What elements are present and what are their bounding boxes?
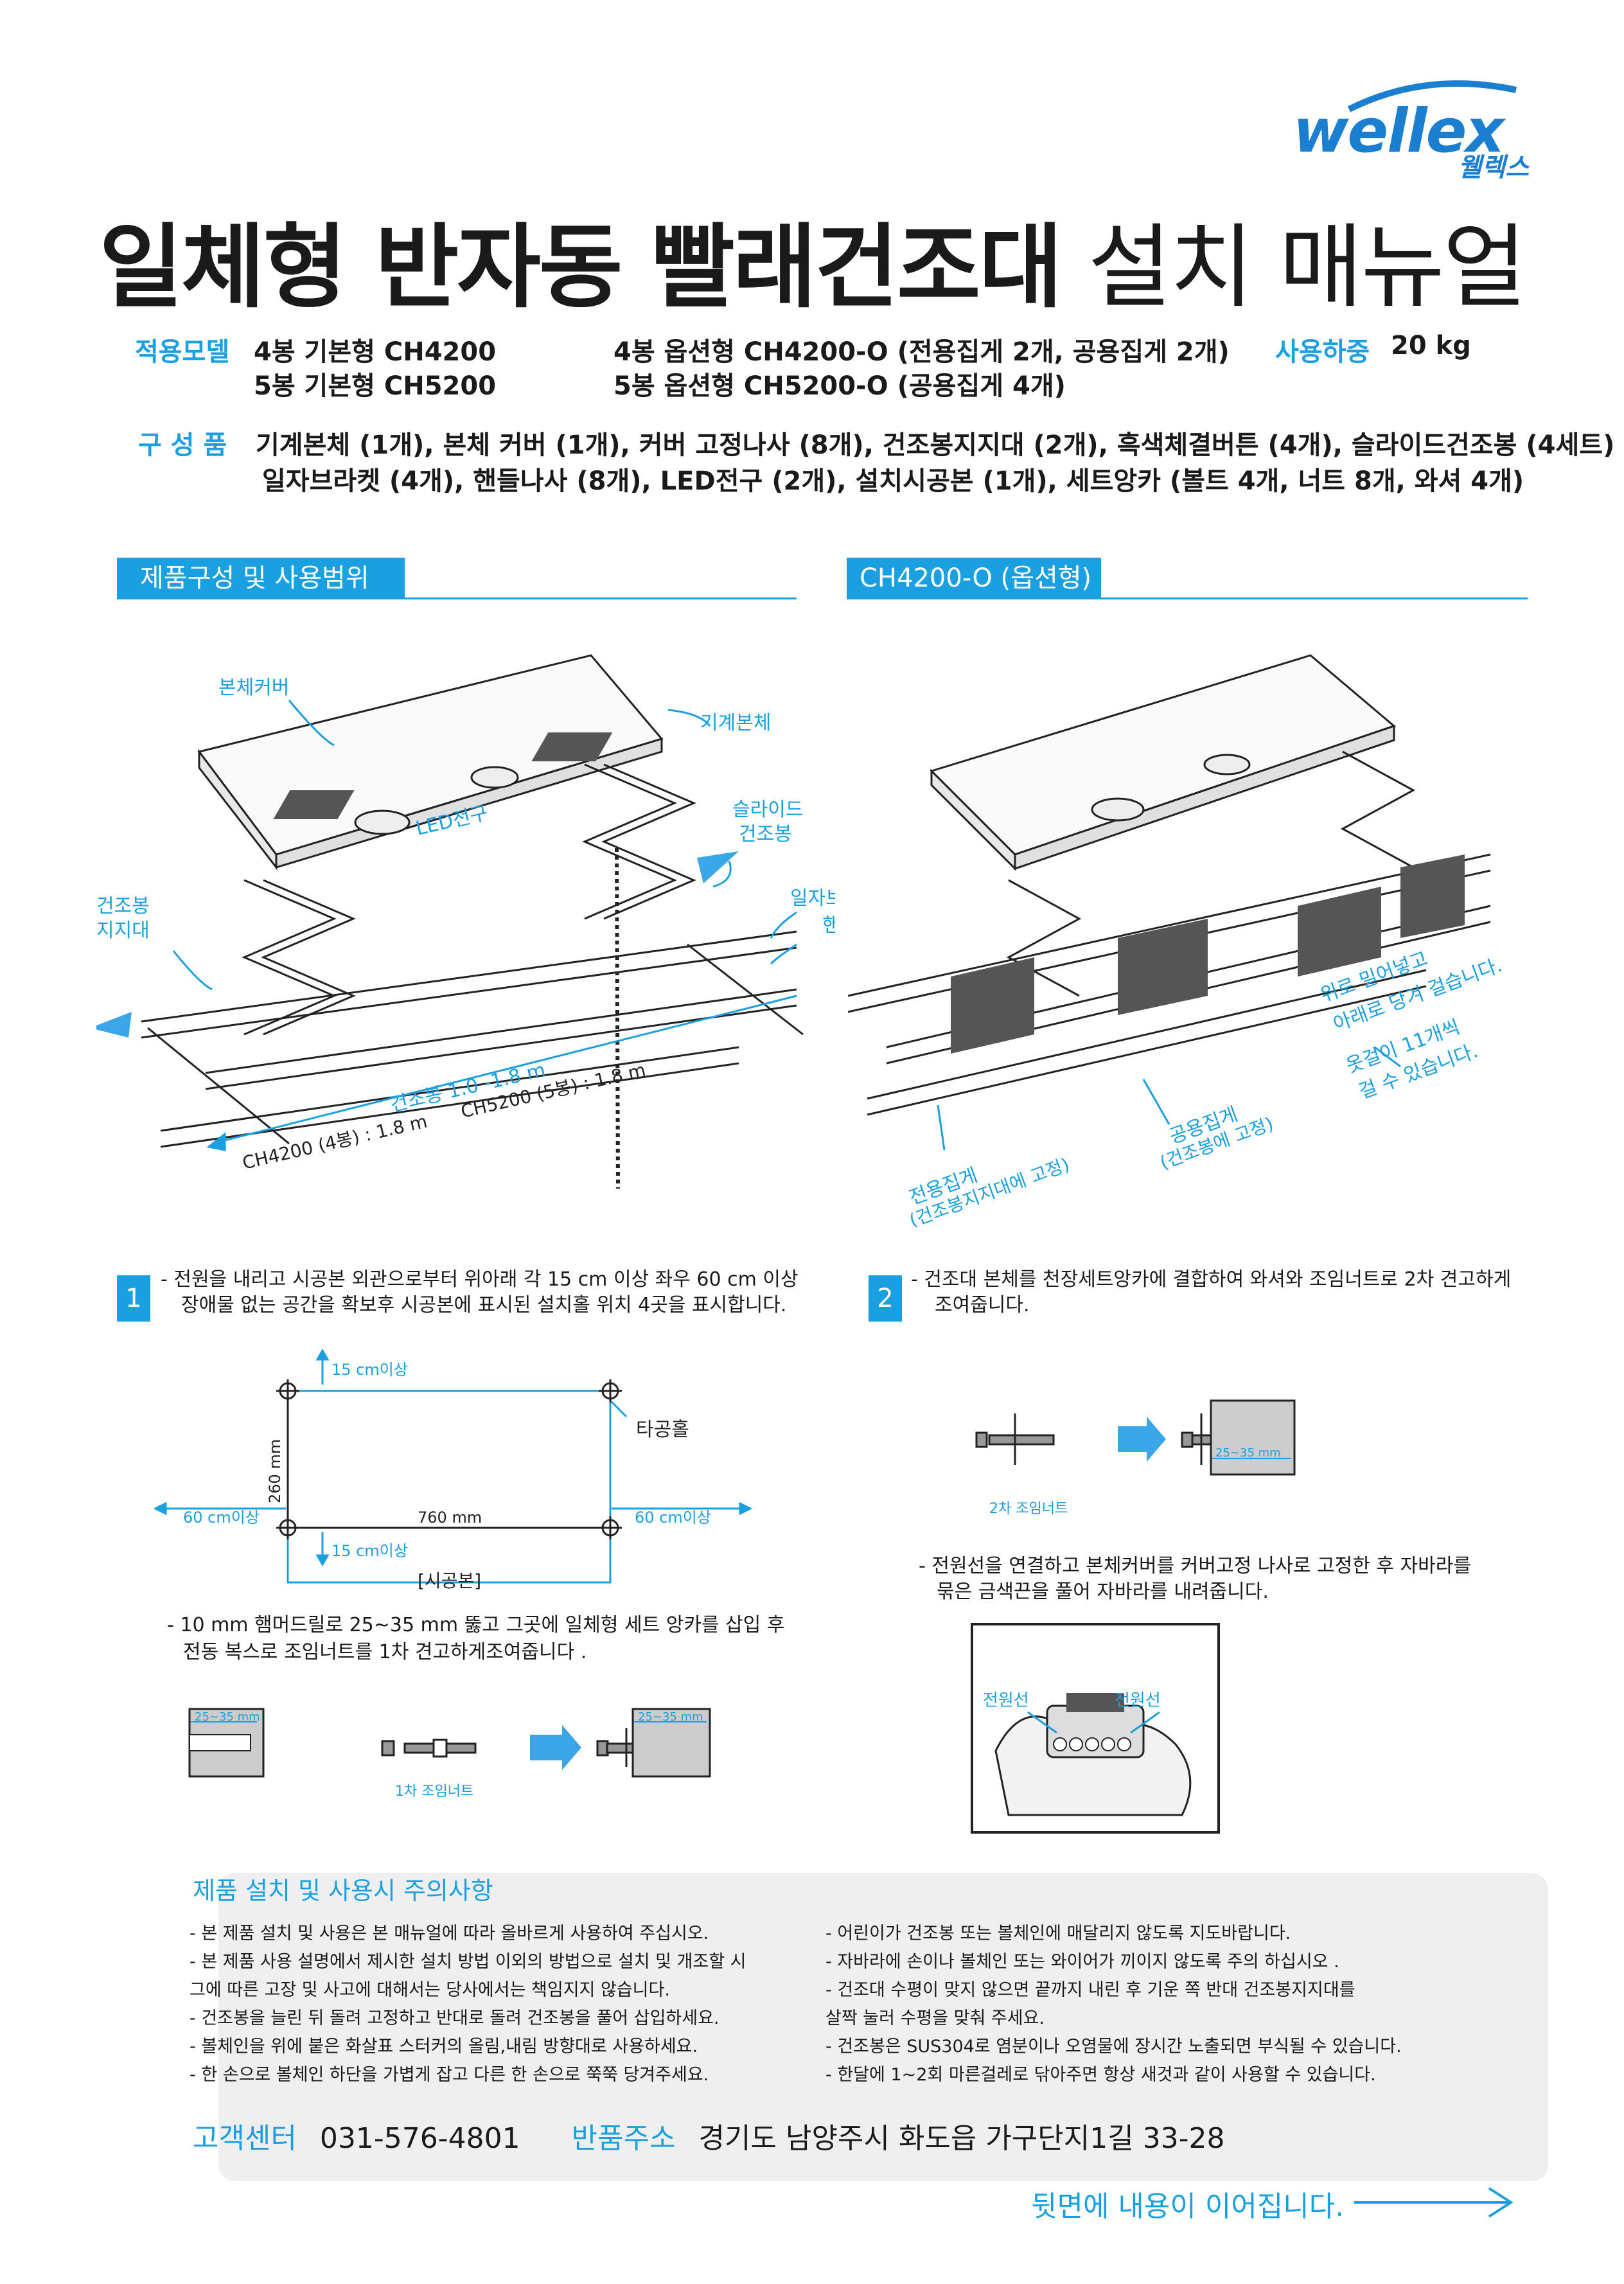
step-2-text-2: 조여줍니다.	[935, 1294, 1030, 1316]
depth-b: 25~35 mm	[638, 1710, 703, 1724]
model-4: 5봉 옵션형 CH5200-O (공용집게 4개)	[613, 371, 1066, 401]
dim-60-left: 60 cm이상	[183, 1509, 260, 1527]
brand-logo: wellex 웰렉스	[1293, 71, 1529, 182]
label-support-2: 지지대	[96, 919, 150, 942]
section-left-rule	[117, 598, 797, 599]
note-left-5: - 볼체인을 위에 붙은 화살표 스터커의 올림,내림 방향대로 사용하세요.	[190, 2037, 698, 2057]
step-1-number: 1	[117, 1275, 150, 1322]
dim-15-top: 15 cm이상	[331, 1361, 408, 1379]
logo-swoosh-icon	[1347, 80, 1517, 112]
title-light: 설치 매뉴얼	[1088, 215, 1526, 321]
dim-760: 760 mm	[418, 1509, 482, 1527]
label-cover: 본체커버	[218, 677, 289, 699]
logo-wordmark: wellex	[1293, 96, 1505, 166]
option-diagram: 위로 밀어넣고 아래로 당겨 걸습니다. 옷걸이 11개씩 걸 수 있습니다. …	[848, 654, 1505, 1227]
note-right-5: - 건조봉은 SUS304로 염분이나 오염물에 장시간 노출되면 부식될 수 …	[825, 2037, 1402, 2057]
arrow-right-icon	[530, 1725, 581, 1770]
model-3: 4봉 옵션형 CH4200-O (전용집게 2개, 공용집게 2개)	[613, 337, 1230, 367]
label-hole: 타공홀	[636, 1419, 689, 1441]
label-bracket: 일자브라켓	[790, 887, 835, 910]
contact-phone: 031-576-4801	[319, 2122, 520, 2155]
label-power-left: 전원선	[983, 1691, 1029, 1710]
template-diagram: 15 cm이상 15 cm이상 260 mm 760 mm 60 cm이상 60…	[153, 1348, 753, 1591]
note-left-3: 그에 따른 고장 및 사고에 대해서는 당사에서는 책임지지 않습니다.	[190, 1980, 670, 2000]
label-slide-1: 슬라이드	[732, 799, 803, 821]
left-arrow-icon	[96, 1012, 132, 1038]
contact-line: 고객센터 031-576-4801 반품주소 경기도 남양주시 화도읍 가구단지…	[193, 2115, 1225, 2156]
contact-address: 경기도 남양주시 화도읍 가구단지1길 33-28	[698, 2122, 1225, 2155]
notes-right: - 어린이가 건조봉 또는 볼체인에 매달리지 않도록 지도바랍니다. - 자바…	[825, 1920, 1402, 2089]
note-left-1: - 본 제품 설치 및 사용은 본 매뉴얼에 따라 올바르게 사용하여 주십시오…	[190, 1924, 709, 1943]
contact-return-label: 반품주소	[571, 2122, 676, 2155]
clip-racks	[951, 854, 1465, 1054]
dim-60-right: 60 cm이상	[635, 1509, 711, 1527]
model-2: 5봉 기본형 CH5200	[254, 371, 497, 401]
step-1-text-2: 장애물 없는 공간을 확보후 시공본에 표시된 설치홀 위치 4곳을 표시합니다…	[181, 1294, 787, 1316]
section-left-title: 제품구성 및 사용범위	[117, 558, 405, 599]
label-power-right: 전원선	[1115, 1691, 1161, 1710]
anchor-diagram-1: 25~35 mm 25~35 mm 1차 조임너트	[188, 1708, 711, 1800]
model-label: 적용모델	[135, 337, 230, 367]
note-left-4: - 건조봉을 늘린 뒤 돌려 고정하고 반대로 돌려 건조봉을 풀어 삽입하세요…	[190, 2008, 719, 2028]
label-handle: 핸들나사	[822, 914, 835, 937]
notes-panel	[218, 1873, 1548, 2181]
label-template: [시공본]	[418, 1570, 481, 1591]
wire-text-1: - 전원선을 연결하고 본체커버를 커버고정 나사로 고정한 후 자바라를	[919, 1555, 1471, 1577]
notes-title: 제품 설치 및 사용시 주의사항	[193, 1877, 493, 1905]
note-right-6: - 한달에 1~2회 마른걸레로 닦아주면 항상 새것과 같이 사용할 수 있습…	[825, 2065, 1376, 2085]
label-nut-1: 1차 조임너트	[395, 1784, 473, 1800]
drill-text-1: - 10 mm 햄머드릴로 25~35 mm 뚫고 그곳에 일체형 세트 앙카를…	[167, 1614, 785, 1636]
drill-text-2: 전동 복스로 조임너트를 1차 견고하게조여줍니다 .	[183, 1641, 587, 1663]
notes-left: - 본 제품 설치 및 사용은 본 매뉴얼에 따라 올바르게 사용하여 주십시오…	[190, 1920, 746, 2089]
note-left-6: - 한 손으로 볼체인 하단을 가볍게 잡고 다른 한 손으로 쭉쭉 당겨주세요…	[190, 2065, 709, 2085]
load-label: 사용하중	[1275, 337, 1370, 367]
note-right-2: - 자바라에 손이나 볼체인 또는 와이어가 끼이지 않도록 주의 하십시오 .	[825, 1952, 1339, 1972]
note-right-1: - 어린이가 건조봉 또는 볼체인에 매달리지 않도록 지도바랍니다.	[825, 1924, 1291, 1943]
label-support-1: 건조봉	[96, 895, 150, 917]
load-value: 20 kg	[1391, 331, 1471, 360]
label-slide-2: 건조봉	[739, 823, 792, 845]
continued-text: 뒷면에 내용이 이어집니다.	[1031, 2190, 1345, 2223]
continued-arrow-icon	[1354, 2187, 1514, 2218]
step-2-number: 2	[869, 1275, 902, 1322]
label-nut-2: 2차 조임너트	[989, 1501, 1068, 1516]
label-ch4200: CH4200 (4봉) : 1.8 m	[240, 1110, 429, 1173]
depth-c: 25~35 mm	[1215, 1446, 1281, 1460]
note-right-4: 살짝 눌러 수평을 맞춰 주세요.	[825, 2008, 1045, 2028]
arrow-right-icon-2	[1118, 1417, 1166, 1462]
section-right-title: CH4200-O (옵션형)	[847, 558, 1101, 599]
right-arrow-icon	[697, 851, 739, 883]
model-1: 4봉 기본형 CH4200	[254, 337, 497, 367]
components-line-1: 기계본체 (1개), 본체 커버 (1개), 커버 고정나사 (8개), 건조봉…	[256, 430, 1615, 460]
logo-korean: 웰렉스	[1458, 153, 1529, 182]
depth-a: 25~35 mm	[195, 1710, 260, 1724]
step-2-text-1: - 건조대 본체를 천장세트앙카에 결합하여 와셔와 조임너트로 2차 견고하게	[911, 1268, 1512, 1291]
wire-text-2: 묶은 금색끈을 풀어 자바라를 내려줍니다.	[937, 1580, 1269, 1603]
section-right-rule	[847, 598, 1528, 599]
label-machine: 기계본체	[700, 712, 771, 734]
page-title: 일체형 반자동 빨래건조대 설치 매뉴얼	[0, 193, 1624, 325]
anchor-diagram-2: 25~35 mm 2차 조임너트	[975, 1399, 1296, 1516]
step-1-text-1: - 전원을 내리고 시공본 외관으로부터 위아래 각 15 cm 이상 좌우 6…	[161, 1268, 799, 1291]
product-diagram: 본체커버 기계본체 LED전구 슬라이드 건조봉 일자브라켓 핸들나사 건조봉 …	[96, 654, 835, 1189]
note-left-2: - 본 제품 사용 설명에서 제시한 설치 방법 이외의 방법으로 설치 및 개…	[190, 1952, 746, 1972]
components-line-2: 일자브라켓 (4개), 핸들나사 (8개), LED전구 (2개), 설치시공본…	[262, 466, 1524, 496]
dim-15-bottom: 15 cm이상	[331, 1542, 408, 1560]
note-right-3: - 건조대 수평이 맞지 않으면 끝까지 내린 후 기운 쪽 반대 건조봉지지대…	[825, 1980, 1355, 2000]
wiring-diagram: 전원선 전원선	[971, 1623, 1220, 1834]
contact-center-label: 고객센터	[193, 2122, 297, 2155]
dim-260: 260 mm	[266, 1439, 284, 1503]
title-bold: 일체형 반자동 빨래건조대	[99, 215, 1063, 321]
components-label: 구 성 품	[138, 430, 227, 460]
